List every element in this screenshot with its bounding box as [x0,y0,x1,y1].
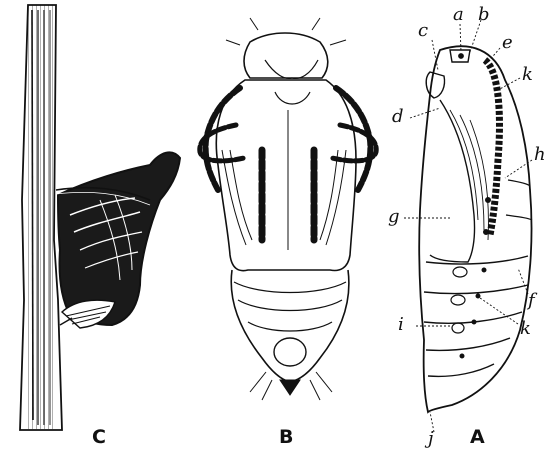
label-k-lower: k [520,320,531,338]
label-c: c [418,22,428,40]
label-e: e [502,34,513,52]
label-a: a [453,6,464,24]
label-h: h [534,146,546,164]
label-b: b [478,6,490,24]
label-g: g [388,208,400,226]
label-f: f [528,292,535,310]
label-j: j [428,430,434,448]
caption-a: A [470,428,485,447]
caption-c: C [92,428,106,447]
label-k-upper: k [522,66,533,84]
label-i: i [398,316,404,334]
pupa-lateral [404,20,532,432]
label-d: d [392,108,404,126]
caption-b: B [279,428,293,447]
pupa-ventral [200,18,376,400]
pupa-on-twig [56,152,180,328]
twig [20,5,62,430]
